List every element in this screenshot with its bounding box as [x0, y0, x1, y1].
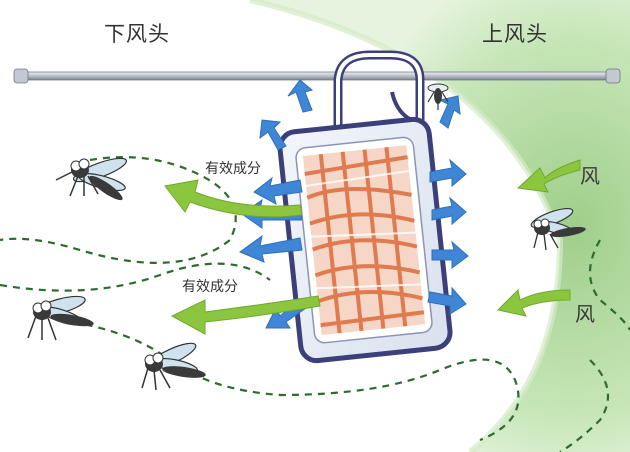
- blue-arrow-right-1: [429, 158, 467, 188]
- green-arrow-wind-upper: [516, 159, 581, 193]
- blue-arrows: [238, 79, 469, 329]
- mosquito-3: [141, 342, 206, 391]
- blue-arrow-right-4: [427, 286, 467, 315]
- downwind-label: 下风头: [104, 22, 170, 46]
- mosquito-on-rod: [427, 83, 449, 110]
- hanging-rod: [13, 68, 621, 84]
- blue-arrow-left-3: [238, 234, 303, 263]
- wind-label-lower: 风: [575, 302, 595, 326]
- blue-arrow-left-1: [253, 176, 303, 205]
- flight-path-5: [559, 359, 610, 452]
- green-arrow-wind-lower: [496, 288, 571, 317]
- blue-arrow-up-1: [287, 79, 314, 113]
- active-ingredient-label-upper: 有效成分: [205, 161, 261, 177]
- blue-arrow-right-2: [431, 196, 467, 226]
- flight-path-1: [0, 156, 237, 264]
- flight-path-2: [0, 262, 271, 292]
- repellent-device: [277, 116, 453, 364]
- repellent-grid: [302, 145, 426, 336]
- mosquito-2: [27, 295, 94, 341]
- blue-arrow-up-2: [259, 119, 287, 151]
- wind-label-upper: 风: [580, 164, 600, 188]
- blue-arrow-up-3: [438, 95, 461, 129]
- green-arrows: [164, 159, 581, 335]
- blue-arrow-right-3: [431, 240, 469, 269]
- green-arrow-effect-upper: [164, 179, 303, 218]
- mosquito-4: [530, 207, 586, 251]
- upwind-zone: [250, 0, 630, 452]
- mosquito-1: [55, 157, 128, 201]
- flight-path-4: [589, 239, 630, 331]
- green-arrow-effect-lower: [170, 295, 321, 335]
- upwind-label: 上风头: [482, 22, 548, 46]
- active-ingredient-label-lower: 有效成分: [182, 279, 238, 295]
